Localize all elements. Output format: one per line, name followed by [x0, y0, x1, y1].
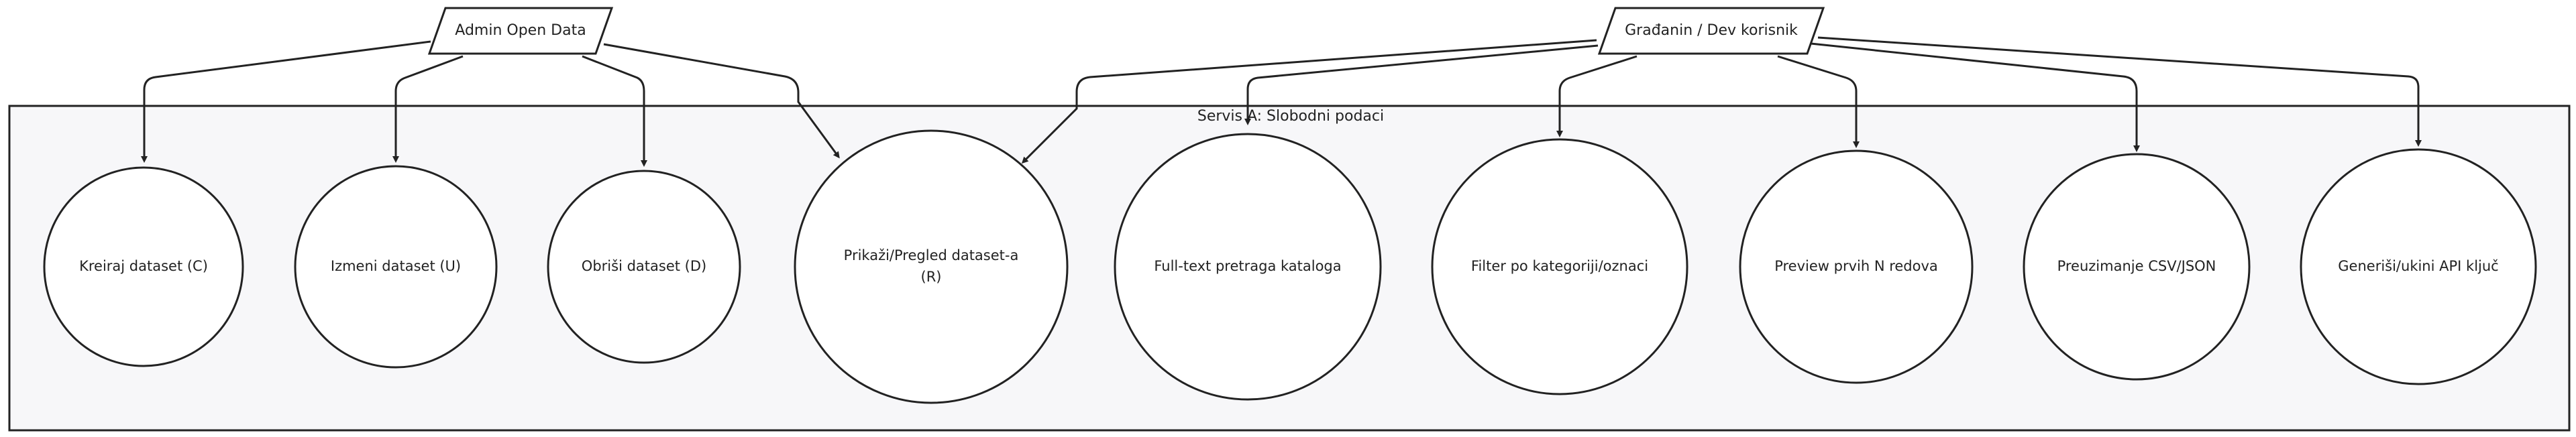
system-boundary-label: Servis A: Slobodni podaci	[1197, 108, 1384, 125]
use-case-preuzimanje: Preuzimanje CSV/JSON	[2023, 153, 2251, 381]
actor-admin-label: Admin Open Data	[455, 22, 586, 39]
use-case-circle	[1431, 138, 1688, 395]
use-case-izmeni-dataset: Izmeni dataset (U)	[294, 165, 498, 369]
use-case-circle	[794, 129, 1069, 404]
use-case-label: Full-text pretraga kataloga	[1154, 258, 1341, 274]
use-case-full-text-pretraga: Full-text pretraga kataloga	[1114, 133, 1382, 401]
edge-citizen-uc5	[1244, 44, 1599, 125]
edge-admin-uc2	[392, 55, 464, 163]
use-case-obrisi-dataset: Obriši dataset (D)	[547, 170, 741, 364]
use-case-circle	[1114, 133, 1382, 401]
edge-citizen-uc6	[1556, 55, 1638, 137]
edge-citizen-uc7	[1777, 55, 1860, 148]
association-edges	[141, 36, 2422, 167]
use-case-circle	[2023, 153, 2251, 381]
actor-citizen-label: Građanin / Dev korisnik	[1625, 22, 1798, 39]
actor-citizen: Građanin / Dev korisnik	[1597, 7, 1825, 55]
use-case-circle	[43, 166, 244, 367]
use-case-label: Prikaži/Pregled dataset-a	[844, 247, 1019, 263]
use-case-label: Izmeni dataset (U)	[331, 258, 461, 274]
actor-admin: Admin Open Data	[427, 7, 614, 55]
use-case-circle	[294, 165, 498, 369]
use-case-prikazi-dataset: Prikaži/Pregled dataset-a (R)	[794, 129, 1069, 404]
use-case-label: Kreiraj dataset (C)	[79, 258, 208, 274]
edge-admin-uc3	[582, 55, 647, 167]
use-case-label-line2: (R)	[921, 269, 942, 285]
use-case-kreiraj-dataset: Kreiraj dataset (C)	[43, 166, 244, 367]
use-case-circle	[547, 170, 741, 364]
actor-shape	[427, 7, 614, 55]
edge-citizen-uc9	[1817, 36, 2422, 147]
use-case-circle	[1739, 149, 1974, 384]
use-case-circle	[2300, 148, 2537, 385]
use-case-label: Preview prvih N redova	[1774, 258, 1938, 274]
use-case-api-kljuc: Generiši/ukini API ključ	[2300, 148, 2537, 385]
edge-citizen-uc4	[1021, 39, 1597, 164]
edge-admin-uc4	[603, 43, 840, 159]
edge-citizen-uc8	[1804, 42, 2140, 152]
use-case-label: Filter po kategoriji/oznaci	[1471, 258, 1648, 274]
use-case-label: Preuzimanje CSV/JSON	[2057, 258, 2216, 274]
use-case-preview-redova: Preview prvih N redova	[1739, 149, 1974, 384]
use-case-label: Obriši dataset (D)	[582, 258, 706, 274]
use-case-label: Generiši/ukini API ključ	[2338, 258, 2498, 274]
actor-shape	[1597, 7, 1825, 55]
use-case-filter-kategorija: Filter po kategoriji/oznaci	[1431, 138, 1688, 395]
edge-admin-uc1	[141, 40, 431, 163]
